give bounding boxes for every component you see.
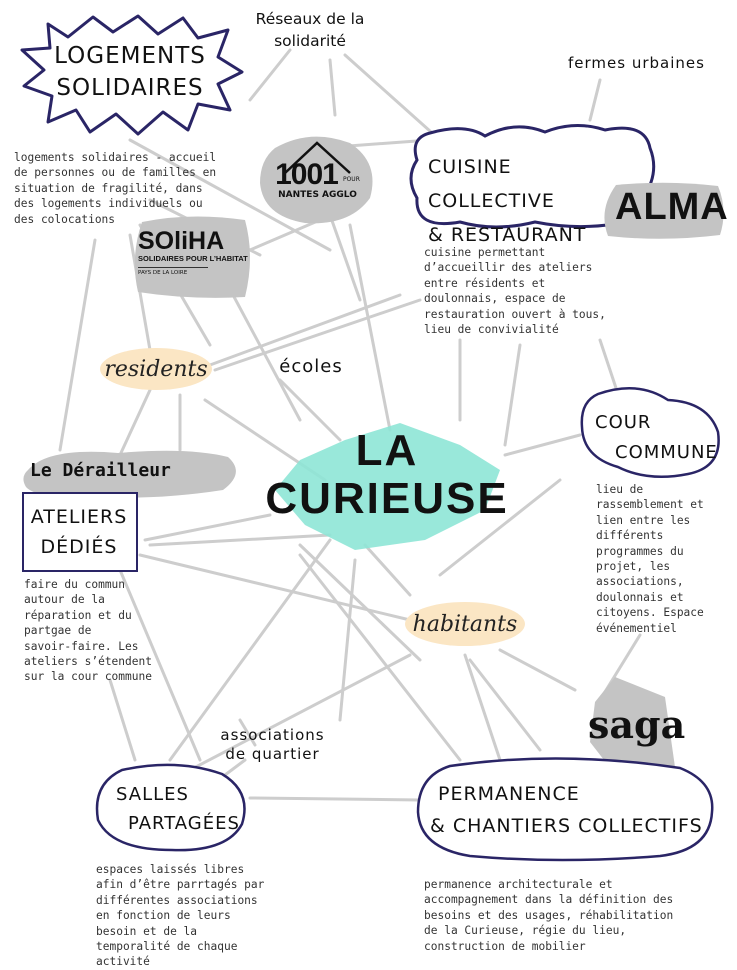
logements-description: logements solidaires - accueil de person… xyxy=(14,151,217,226)
logements-title-line2: SOLIDAIRES xyxy=(56,75,204,101)
center-title-line2: CURIEUSE xyxy=(265,474,509,523)
permanence-description: permanence architecturale et accompagnem… xyxy=(424,878,674,953)
center-blob xyxy=(275,423,500,550)
alma-logo: ALMA xyxy=(615,186,729,228)
ateliers-title-line1: ATELIERS xyxy=(30,506,128,528)
center-title-line1: LA xyxy=(355,426,419,475)
associations-label: associations de quartier xyxy=(210,726,335,764)
salles-description: espaces laissés libres afin d’être parrt… xyxy=(96,863,265,969)
associations-label-line2: de quartier xyxy=(225,745,320,763)
soliha-blob xyxy=(134,216,250,298)
soliha-region: PAYS DE LA LOIRE xyxy=(138,270,188,276)
associations-label-line1: associations xyxy=(220,726,325,744)
ateliers-title: ATELIERS DÉDIÉS xyxy=(24,502,134,562)
ecoles-label: écoles xyxy=(279,356,343,377)
ateliers-description: faire du commun autour de la réparation … xyxy=(24,578,152,684)
ateliers-box xyxy=(22,492,138,572)
salles-outline xyxy=(95,763,246,852)
pour1001-number: 1001 xyxy=(275,158,339,191)
center-title: LA CURIEUSE xyxy=(262,428,512,524)
pour1001-logo: 1001 POUR NANTES AGGLO xyxy=(255,158,380,200)
cuisine-description: cuisine permettant d’accueillir des atel… xyxy=(424,246,606,337)
logements-title-line1: LOGEMENTS xyxy=(54,43,206,69)
pour1001-blob xyxy=(260,136,373,224)
derailleur-logo: Le Dérailleur xyxy=(30,460,171,481)
habitants-pill: habitants xyxy=(405,602,525,646)
logements-title: LOGEMENTS SOLIDAIRES xyxy=(40,40,220,104)
permanence-title-line2: & CHANTIERS COLLECTIFS xyxy=(430,815,703,837)
cour-title: COUR COMMUNE xyxy=(590,408,718,468)
alma-blob xyxy=(604,182,724,239)
logements-burst xyxy=(20,14,244,136)
permanence-outline xyxy=(416,757,714,862)
cuisine-title-line1: CUISINE COLLECTIVE xyxy=(428,156,555,212)
pour1001-pour: POUR xyxy=(342,176,360,183)
pour1001-subtitle: NANTES AGGLO xyxy=(278,190,357,200)
reseaux-label: Réseaux de la solidarité xyxy=(255,10,365,50)
cour-title-line1: COUR xyxy=(595,412,652,433)
cuisine-title: CUISINE COLLECTIVE & RESTAURANT xyxy=(428,150,643,252)
salles-title: SALLES PARTAGÉES xyxy=(108,780,243,838)
saga-logo: saga xyxy=(588,702,686,747)
salles-title-line2: PARTAGÉES xyxy=(128,813,240,834)
derailleur-blob xyxy=(23,450,236,498)
permanence-title: PERMANENCE & CHANTIERS COLLECTIFS xyxy=(430,778,715,842)
cour-title-line2: COMMUNE xyxy=(615,442,718,463)
soliha-tagline: SOLIDAIRES POUR L’HABITAT xyxy=(138,254,248,263)
cuisine-title-line2: & RESTAURANT xyxy=(428,224,587,246)
salles-title-line1: SALLES xyxy=(116,784,189,805)
residents-pill: residents xyxy=(100,348,212,390)
soliha-logo: SOliHA SOLIDAIRES POUR L’HABITAT PAYS DE… xyxy=(138,228,253,276)
cour-outline xyxy=(580,387,720,479)
permanence-title-line1: PERMANENCE xyxy=(438,783,580,805)
ateliers-title-line2: DÉDIÉS xyxy=(40,536,118,558)
fermes-label: fermes urbaines xyxy=(568,54,705,72)
soliha-rule xyxy=(138,267,208,268)
cour-description: lieu de rassemblement et lien entre les … xyxy=(596,483,704,635)
soliha-name: SOliHA xyxy=(138,227,225,255)
